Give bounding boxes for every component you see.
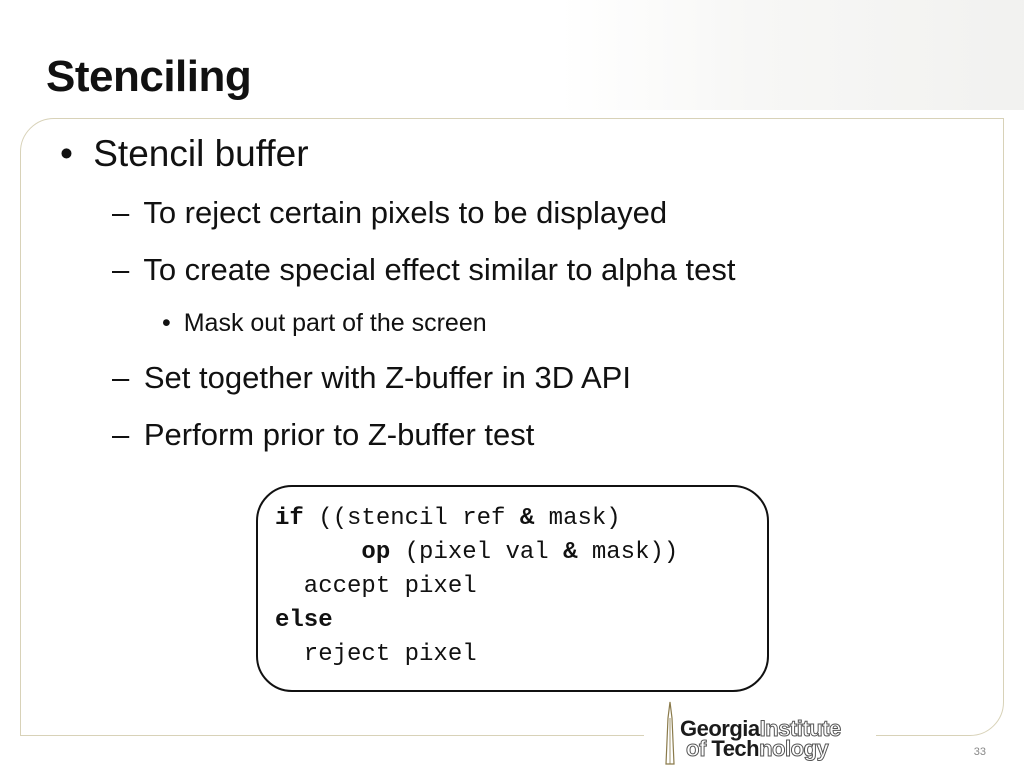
bullet-marker: • (60, 133, 73, 174)
content-frame (20, 118, 1004, 736)
bullet-marker: – (112, 417, 130, 452)
bullet-marker: – (112, 195, 130, 230)
code-indent (275, 539, 361, 566)
bullet-marker: – (112, 360, 130, 395)
logo-word: nology (759, 736, 830, 762)
bullet-text: To reject certain pixels to be displayed (143, 195, 668, 230)
bullet-text: Set together with Z-buffer in 3D API (143, 360, 631, 395)
bullet-text: To create special effect similar to alph… (143, 252, 736, 287)
bullet-level2: – Perform prior to Z-buffer test (112, 417, 534, 453)
keyword-if: if (275, 505, 304, 532)
bullet-marker: • (162, 309, 171, 337)
bullet-text: Mask out part of the screen (183, 309, 487, 337)
slide-title: Stenciling (46, 52, 252, 101)
background-wash (560, 0, 1024, 110)
logo-line-1: GeorgiaInstitute (680, 716, 842, 742)
logo-word: Institute (759, 716, 842, 742)
pseudocode-block: if ((stencil ref & mask) op (pixel val &… (275, 502, 678, 672)
operator-and: & (519, 505, 535, 532)
code-text: mask)) (577, 539, 679, 566)
logo-word: Georgia (680, 716, 760, 741)
code-text: accept pixel (275, 573, 477, 600)
bullet-level3: • Mask out part of the screen (162, 309, 487, 338)
tech-tower-icon (665, 701, 675, 765)
code-box (256, 485, 769, 692)
bullet-marker: – (112, 252, 130, 287)
bullet-text: Perform prior to Z-buffer test (143, 417, 535, 452)
logo-word: Tech (711, 736, 760, 761)
georgia-tech-logo: GeorgiaInstitute of Technology (644, 700, 876, 766)
page-number: 33 (973, 746, 986, 758)
code-text: ((stencil ref (303, 505, 520, 532)
logo-word: of (685, 736, 712, 762)
bullet-level2: – To create special effect similar to al… (112, 252, 735, 288)
code-text: (pixel val (390, 539, 564, 566)
code-text: mask) (534, 505, 621, 532)
code-text: reject pixel (275, 641, 477, 668)
bullet-level1: • Stencil buffer (60, 133, 309, 175)
bullet-level2: – Set together with Z-buffer in 3D API (112, 360, 631, 396)
operator-and: & (563, 539, 578, 566)
logo-line-2: of Technology (685, 736, 830, 762)
keyword-op: op (361, 539, 391, 566)
bullet-text: Stencil buffer (93, 133, 309, 174)
bullet-level2: – To reject certain pixels to be display… (112, 195, 667, 231)
keyword-else: else (275, 607, 333, 634)
